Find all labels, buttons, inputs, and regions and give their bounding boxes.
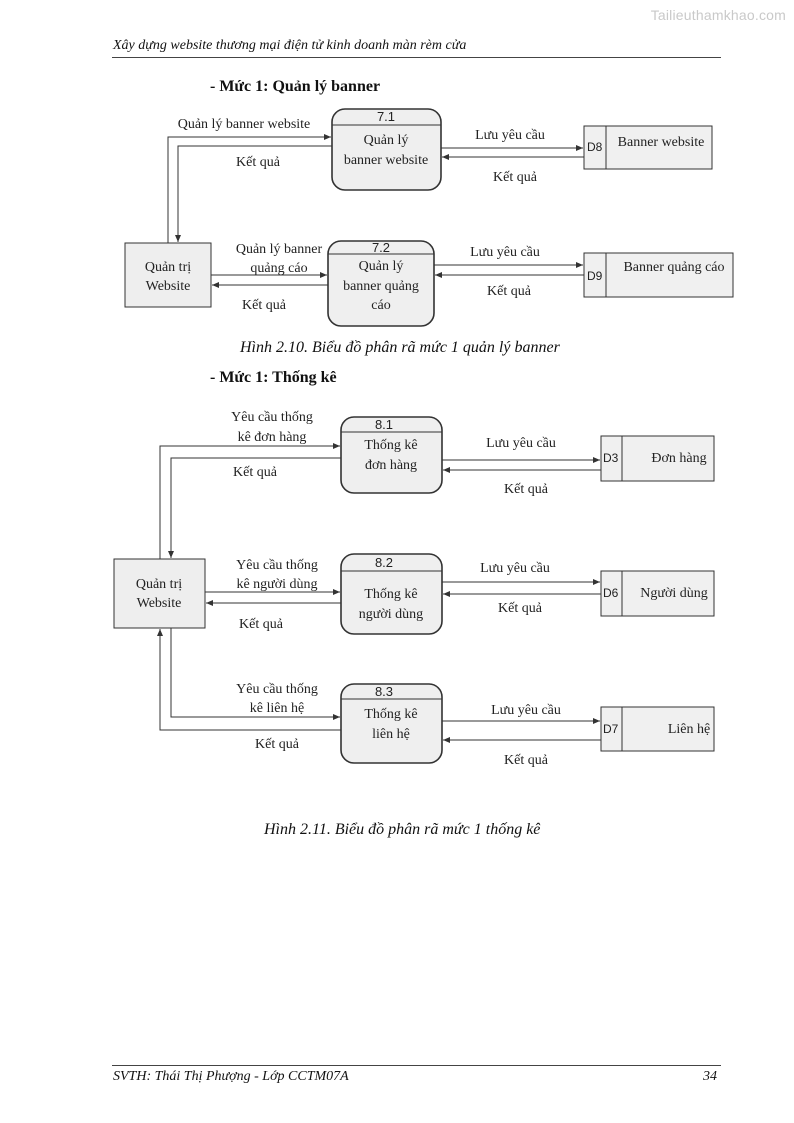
flow-label-line1: Yêu cầu thống xyxy=(231,410,313,425)
store-name: Người dùng xyxy=(640,586,708,601)
entity-label-line2: Website xyxy=(146,279,191,294)
store-d9: D9 Banner quảng cáo xyxy=(583,252,734,298)
section-heading-banner: - Mức 1: Quản lý banner xyxy=(210,78,381,95)
flow-label: Kết quả xyxy=(487,284,532,299)
process-label-line1: Quản lý xyxy=(359,259,404,274)
flow-label: Quản lý banner website xyxy=(178,117,311,132)
footer-page-number: 34 xyxy=(703,1069,717,1084)
process-number: 7.1 xyxy=(377,109,395,124)
store-d6: D6 Người dùng xyxy=(600,570,715,617)
footer-author: SVTH: Thái Thị Phượng - Lớp CCTM07A xyxy=(113,1069,349,1084)
flow-result-8-1: Kết quả xyxy=(168,457,341,558)
section-heading-statistics: - Mức 1: Thống kê xyxy=(210,369,337,386)
flow-label: Lưu yêu cầu xyxy=(491,703,561,718)
store-name: Liên hệ xyxy=(668,722,710,737)
flow-label-line1: Yêu cầu thống xyxy=(236,682,318,697)
flow-return-d7: Kết quả xyxy=(443,737,601,768)
store-d8: D8 Banner website xyxy=(583,125,713,170)
process-label-line2: banner website xyxy=(344,153,428,168)
flow-save-d8: Lưu yêu cầu xyxy=(441,128,583,151)
process-7-1: 7.1 Quản lý banner website xyxy=(331,108,442,191)
process-8-1: 8.1 Thống kê đơn hàng xyxy=(340,416,443,494)
flow-save-d9: Lưu yêu cầu xyxy=(434,245,583,268)
entity-admin-website-1: Quản trị Website xyxy=(124,242,212,308)
flow-request-7-1: Quản lý banner website xyxy=(167,117,331,243)
flow-result-7-1: Kết quả xyxy=(175,145,332,242)
flow-request-8-2: Yêu cầu thống kê người dùng xyxy=(205,558,340,595)
flow-label-line2: kê liên hệ xyxy=(250,701,304,716)
process-number: 7.2 xyxy=(372,240,390,255)
store-name: Banner website xyxy=(618,135,705,150)
flow-label-line2: kê người dùng xyxy=(236,577,317,592)
watermark: Tailieuthamkhao.com xyxy=(650,7,786,23)
store-d7: D7 Liên hệ xyxy=(600,706,715,752)
flow-return-d8: Kết quả xyxy=(442,154,584,185)
entity-label-line2: Website xyxy=(137,596,182,611)
entity-label-line1: Quản trị xyxy=(145,260,191,275)
flow-request-8-3: Yêu cầu thống kê liên hệ xyxy=(170,628,340,720)
flow-label: Kết quả xyxy=(255,737,300,752)
flow-label: Kết quả xyxy=(233,465,278,480)
flow-return-d6: Kết quả xyxy=(443,591,601,616)
store-name: Đơn hàng xyxy=(651,451,706,466)
flow-label: Kết quả xyxy=(236,155,281,170)
figure-caption-statistics: Hình 2.11. Biểu đồ phân rã mức 1 thống k… xyxy=(264,821,541,838)
flow-save-d3: Lưu yêu cầu xyxy=(442,436,600,463)
process-label-line1: Thống kê xyxy=(364,438,417,453)
store-code: D3 xyxy=(603,451,619,465)
process-8-2: 8.2 Thống kê người dùng xyxy=(340,553,443,635)
entity-admin-website-2: Quản trị Website xyxy=(113,558,206,629)
flow-label-line1: Quản lý banner xyxy=(236,242,323,257)
store-code: D7 xyxy=(603,722,619,736)
header-rule xyxy=(112,57,721,58)
flow-label-line1: Yêu cầu thống xyxy=(236,558,318,573)
process-label-line2: liên hệ xyxy=(372,727,410,742)
page-header: Xây dựng website thương mại điện tử kinh… xyxy=(113,38,467,53)
store-name: Banner quảng cáo xyxy=(623,260,724,275)
flow-label: Kết quả xyxy=(504,753,549,768)
process-label-line3: cáo xyxy=(371,298,390,313)
figure-statistics-diagram: Quản trị Website 8.1 Thống kê đơn hàng 8… xyxy=(113,410,715,768)
flow-save-d7: Lưu yêu cầu xyxy=(442,703,600,724)
flow-return-d9: Kết quả xyxy=(435,272,584,299)
process-number: 8.1 xyxy=(375,417,393,432)
flow-return-d3: Kết quả xyxy=(443,467,601,497)
process-label-line2: đơn hàng xyxy=(365,458,417,473)
flow-save-d6: Lưu yêu cầu xyxy=(442,561,600,585)
store-d3: D3 Đơn hàng xyxy=(600,435,715,482)
flow-result-8-3: Kết quả xyxy=(157,629,341,752)
flow-label: Kết quả xyxy=(239,617,284,632)
flow-request-7-2: Quản lý banner quảng cáo xyxy=(211,242,327,278)
flow-label: Lưu yêu cầu xyxy=(475,128,545,143)
process-label-line1: Thống kê xyxy=(364,587,417,602)
process-label-line1: Thống kê xyxy=(364,707,417,722)
flow-label: Lưu yêu cầu xyxy=(470,245,540,260)
flow-label: Kết quả xyxy=(242,298,287,313)
store-code: D9 xyxy=(587,269,603,283)
process-label-line2: banner quảng xyxy=(343,279,419,294)
figure-banner-diagram: Quản trị Website 7.1 Quản lý banner webs… xyxy=(124,108,734,327)
flow-label: Kết quả xyxy=(498,601,543,616)
footer-rule xyxy=(112,1065,721,1066)
process-number: 8.2 xyxy=(375,555,393,570)
figure-caption-banner: Hình 2.10. Biểu đồ phân rã mức 1 quản lý… xyxy=(240,339,560,356)
flow-label: Lưu yêu cầu xyxy=(480,561,550,576)
store-code: D6 xyxy=(603,586,619,600)
process-7-2: 7.2 Quản lý banner quảng cáo xyxy=(327,240,435,327)
flow-label: Kết quả xyxy=(493,170,538,185)
flow-label-line2: quảng cáo xyxy=(250,261,307,276)
flow-result-8-2: Kết quả xyxy=(206,600,341,632)
flow-label-line2: kê đơn hàng xyxy=(238,430,307,445)
store-code: D8 xyxy=(587,140,603,154)
flow-request-8-1: Yêu cầu thống kê đơn hàng xyxy=(159,410,340,559)
flow-label: Lưu yêu cầu xyxy=(486,436,556,451)
flow-result-7-2: Kết quả xyxy=(212,282,328,313)
entity-label-line1: Quản trị xyxy=(136,577,182,592)
flow-label: Kết quả xyxy=(504,482,549,497)
process-number: 8.3 xyxy=(375,684,393,699)
process-label-line2: người dùng xyxy=(359,607,423,622)
process-label-line1: Quản lý xyxy=(364,133,409,148)
process-8-3: 8.3 Thống kê liên hệ xyxy=(340,683,443,764)
